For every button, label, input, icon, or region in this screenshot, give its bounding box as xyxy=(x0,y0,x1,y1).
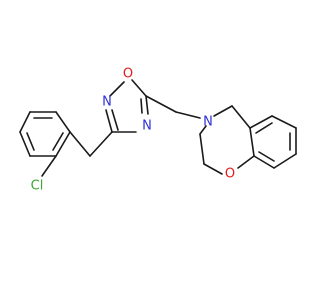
bond xyxy=(109,81,125,97)
bond xyxy=(19,111,31,133)
bond xyxy=(131,79,147,97)
bond xyxy=(199,133,205,165)
bond-c-cl xyxy=(41,155,57,177)
bond-double-inner xyxy=(255,122,273,134)
bond xyxy=(203,163,223,175)
nitrogen-top-label: N xyxy=(102,95,112,110)
bond xyxy=(271,115,297,129)
bond-double-inner xyxy=(26,132,35,151)
bond xyxy=(213,105,233,117)
bond xyxy=(105,109,113,133)
chlorine-atom-label: Cl xyxy=(31,179,44,194)
oxygen-oxadiazole-label: O xyxy=(123,67,133,82)
bond xyxy=(253,155,275,169)
molecule-diagram: Cl N O N N O xyxy=(19,67,297,194)
oxygen-ring-label: O xyxy=(225,167,235,182)
bond-double-inner xyxy=(52,132,64,151)
bond xyxy=(231,105,251,129)
bond-ch2-oxadiazole xyxy=(89,131,113,157)
oxazepine-ring xyxy=(199,105,255,175)
bond-double-inner xyxy=(140,98,143,114)
bond-ring-ch2 xyxy=(69,131,91,157)
bond xyxy=(249,115,273,129)
bond xyxy=(199,125,207,135)
structure-svg: Cl N O N N O xyxy=(19,67,297,194)
bond-double-inner xyxy=(258,151,275,162)
bond-double-inner xyxy=(111,109,119,131)
bond xyxy=(19,131,31,157)
bond-oxadiazole-ch2 xyxy=(145,95,177,113)
chlorophenyl-ring xyxy=(19,111,71,157)
fused-benzene-ring xyxy=(249,115,297,169)
bond xyxy=(145,95,149,115)
bond xyxy=(249,127,255,157)
nitrogen-bottom-label: N xyxy=(142,119,152,134)
nitrogen-ring-label: N xyxy=(203,115,213,130)
bond xyxy=(273,153,297,169)
bond xyxy=(237,155,255,169)
bond xyxy=(55,111,71,133)
oxadiazole-ring xyxy=(105,79,149,133)
bond xyxy=(55,131,71,157)
bond-ch2-n xyxy=(175,111,201,119)
